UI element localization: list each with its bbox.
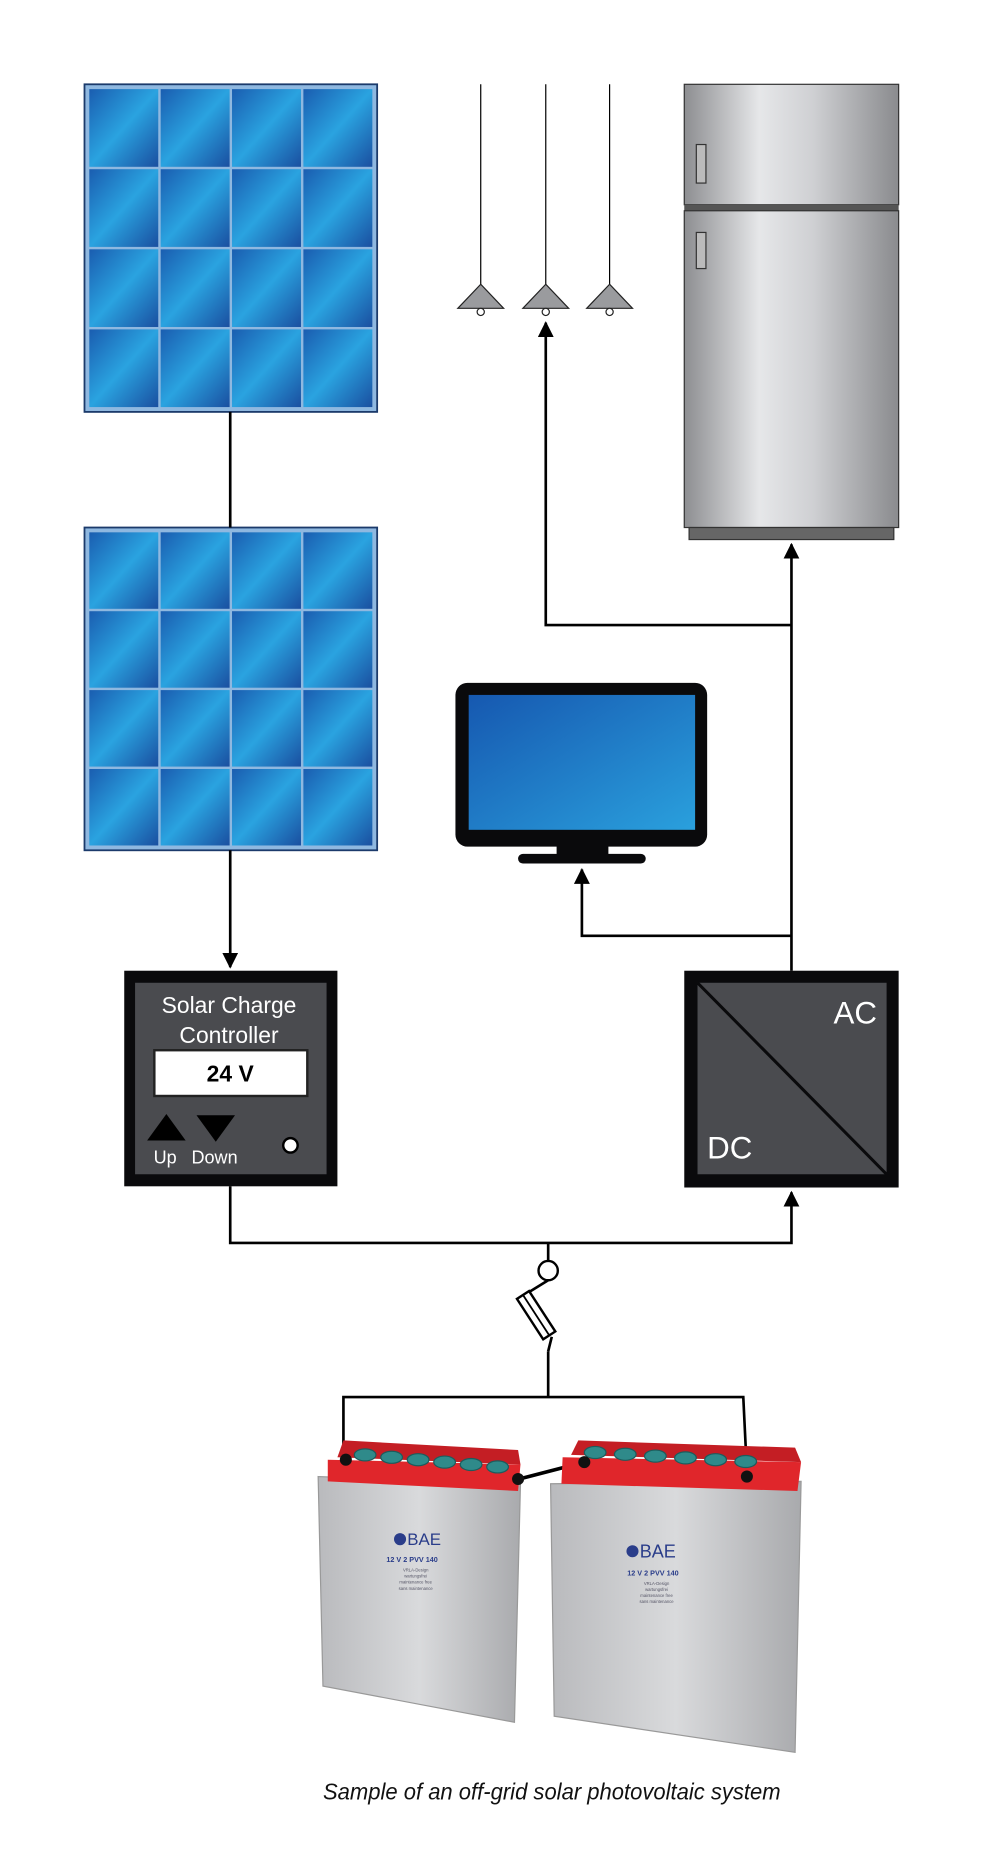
battery-vent-cap bbox=[380, 1450, 404, 1464]
battery-vent-cap bbox=[353, 1448, 377, 1462]
battery-vent-cap bbox=[674, 1451, 697, 1465]
solar-cell bbox=[89, 89, 159, 167]
solar-cell bbox=[303, 249, 373, 327]
battery-vent-cap bbox=[486, 1460, 510, 1474]
battery-note: VRLA-Design bbox=[644, 1581, 670, 1586]
television bbox=[455, 682, 708, 864]
down-arrow-button[interactable] bbox=[196, 1115, 236, 1142]
solar-cell bbox=[160, 329, 230, 408]
battery-note: sans maintenance bbox=[399, 1586, 434, 1591]
battery-vent-cap bbox=[704, 1453, 728, 1467]
solar-cell bbox=[232, 611, 301, 688]
solar-charge-controller: Solar Charge Controller 24 V Up Down bbox=[124, 970, 338, 1187]
solar-cell bbox=[160, 169, 230, 247]
battery-right: BAE 12 V 2 PVV 140 VRLA-Design wartungsf… bbox=[549, 1440, 802, 1754]
solar-cell bbox=[232, 169, 301, 247]
solar-cell bbox=[303, 169, 373, 247]
controller-title-line1: Solar Charge bbox=[162, 992, 297, 1018]
solar-cell bbox=[89, 249, 159, 327]
battery-brand: BAE bbox=[640, 1541, 676, 1561]
battery-note: maintenance free bbox=[399, 1580, 432, 1585]
battery-note: wartungsfrei bbox=[645, 1587, 668, 1592]
refrigerator bbox=[683, 83, 900, 541]
ac-label: AC bbox=[833, 996, 876, 1031]
battery-note: maintenance free bbox=[640, 1593, 673, 1598]
battery-left: BAE 12 V 2 PVV 140 VRLA-Design wartungsf… bbox=[317, 1440, 525, 1723]
solar-cell bbox=[160, 89, 230, 167]
lamp-icon bbox=[456, 84, 506, 317]
battery-model: 12 V 2 PVV 140 bbox=[627, 1568, 678, 1577]
solar-cell bbox=[89, 690, 159, 767]
ceiling-lamps bbox=[456, 84, 634, 317]
solar-panel-bottom bbox=[83, 526, 379, 852]
battery-note: wartungsfrei bbox=[404, 1574, 427, 1579]
lamp-icon bbox=[585, 84, 634, 317]
up-label: Up bbox=[154, 1147, 177, 1167]
controller-display-value: 24 V bbox=[207, 1061, 255, 1087]
solar-cell bbox=[232, 329, 301, 408]
battery-vent-cap bbox=[406, 1453, 430, 1467]
solar-cell bbox=[232, 89, 301, 167]
solar-cell bbox=[303, 768, 373, 846]
up-arrow-button[interactable] bbox=[147, 1114, 186, 1141]
dc-label: DC bbox=[707, 1131, 752, 1166]
solar-cell bbox=[89, 329, 159, 408]
inverter: AC DC bbox=[684, 970, 899, 1188]
battery-vent-cap bbox=[433, 1455, 457, 1469]
battery-brand: BAE bbox=[407, 1530, 441, 1549]
controller-title-line2: Controller bbox=[179, 1022, 279, 1048]
solar-cell bbox=[303, 532, 373, 609]
solar-cell bbox=[160, 690, 230, 767]
fuse-icon bbox=[515, 1289, 557, 1341]
solar-cell bbox=[232, 249, 301, 327]
battery-model: 12 V 2 PVV 140 bbox=[386, 1555, 437, 1564]
lamp-icon bbox=[521, 84, 571, 317]
solar-cell bbox=[232, 768, 301, 846]
solar-cell bbox=[303, 611, 373, 688]
solar-cell bbox=[160, 249, 230, 327]
solar-cell bbox=[160, 532, 230, 609]
status-led bbox=[282, 1136, 299, 1154]
solar-cell bbox=[303, 690, 373, 767]
solar-cell bbox=[232, 532, 301, 609]
wiring bbox=[222, 321, 800, 1481]
solar-cell bbox=[89, 169, 159, 247]
solar-cell bbox=[89, 768, 159, 846]
solar-cell bbox=[89, 611, 159, 688]
controller-display bbox=[153, 1049, 309, 1098]
battery-vent-cap bbox=[583, 1445, 607, 1460]
solar-cell bbox=[160, 768, 230, 846]
solar-cell bbox=[232, 690, 301, 767]
junction-terminal bbox=[537, 1259, 560, 1282]
battery-vent-cap bbox=[613, 1447, 637, 1461]
caption: Sample of an off-grid solar photovoltaic… bbox=[323, 1778, 781, 1804]
solar-cell bbox=[303, 89, 373, 167]
battery-vent-cap bbox=[643, 1449, 667, 1463]
solar-cell bbox=[303, 329, 373, 408]
battery-vent-cap bbox=[734, 1454, 758, 1469]
battery-note: VRLA-Design bbox=[403, 1568, 429, 1573]
down-label: Down bbox=[191, 1147, 237, 1167]
battery-vent-cap bbox=[459, 1457, 483, 1472]
solar-cell bbox=[89, 532, 159, 609]
solar-cell bbox=[160, 611, 230, 688]
battery-note: sans maintenance bbox=[640, 1599, 675, 1604]
solar-panel-top bbox=[83, 83, 379, 413]
